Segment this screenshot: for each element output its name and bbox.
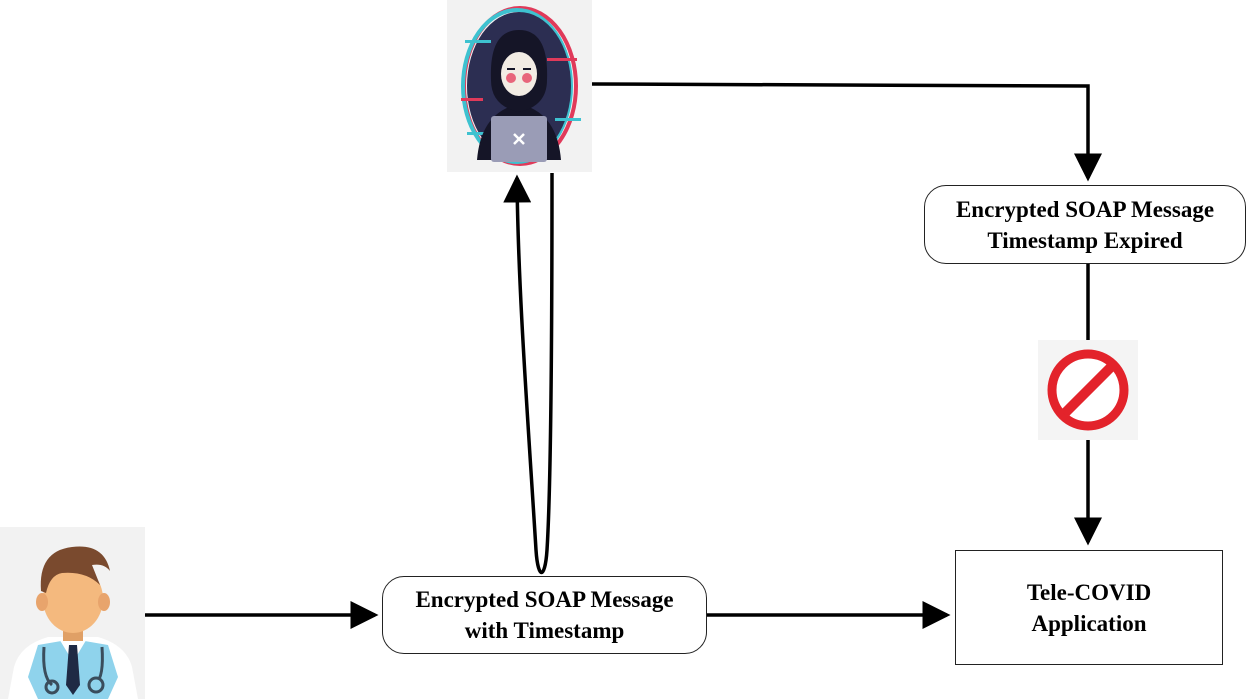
edge-message-to-attacker xyxy=(503,172,554,574)
node-message-expired-line-1: Encrypted SOAP Message xyxy=(955,196,1215,222)
node-message-with-timestamp-line-2: with Timestamp xyxy=(464,618,625,643)
node-message-with-timestamp-line-1: Encrypted SOAP Message xyxy=(415,587,674,612)
doctor-icon xyxy=(0,527,145,699)
edge-attacker-to-expired xyxy=(591,82,1102,182)
node-message-expired-line-2: Timestamp Expired xyxy=(987,227,1183,253)
prohibited-icon xyxy=(1038,340,1138,440)
hacker-icon xyxy=(447,0,592,172)
node-message-expired: Encrypted SOAP Message Timestamp Expired xyxy=(924,185,1246,264)
node-message-with-timestamp: Encrypted SOAP Message with Timestamp xyxy=(382,576,707,654)
node-application: Tele-COVID Application xyxy=(955,550,1223,665)
node-application-line-2: Application xyxy=(1031,610,1147,636)
node-application-line-1: Tele-COVID xyxy=(1026,579,1152,605)
